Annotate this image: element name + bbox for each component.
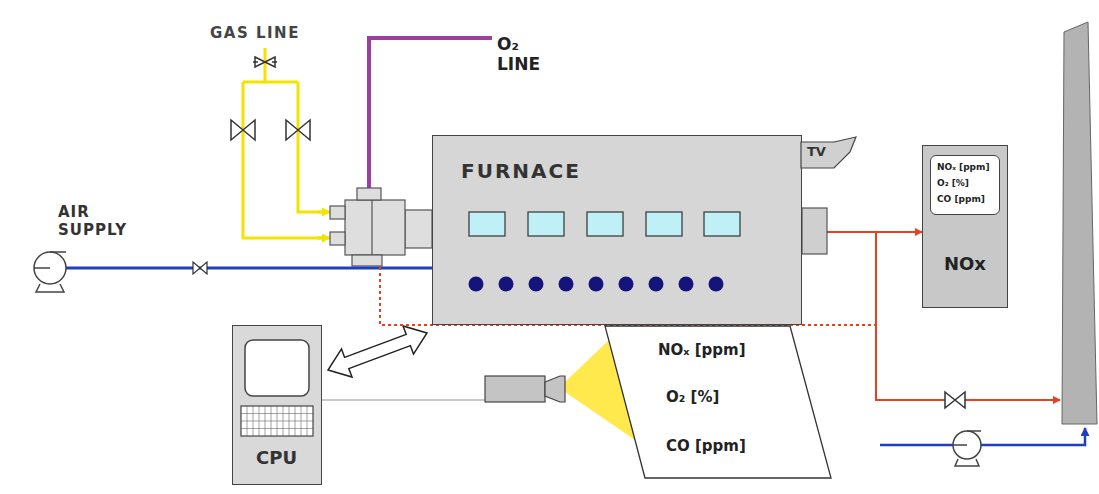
air-pump (34, 252, 66, 292)
line-label: GAS LINE (210, 24, 300, 42)
burner (330, 188, 432, 266)
tv-camera: TV (800, 136, 858, 170)
stack (1062, 22, 1097, 424)
valve-symbol (286, 120, 310, 140)
furnace-outlet (802, 208, 827, 254)
valve-symbol (231, 120, 255, 140)
node-text: NOx (944, 254, 986, 275)
air-line (66, 267, 432, 270)
node-text: O₂ [%] (666, 389, 719, 406)
analyzer-screen: NOₓ [ppm] O₂ [%] CO [ppm] (930, 155, 1000, 215)
node-text: FURNACE (461, 160, 581, 183)
line-label: O₂ LINE (497, 34, 547, 75)
cpu-terminal: CPU (232, 325, 322, 485)
gas-arrow (318, 237, 330, 240)
node-text: NOₓ [ppm] (658, 342, 746, 359)
camera-cable (322, 399, 485, 401)
furnace-box: FURNACE (432, 135, 802, 325)
line-label: AIR SUPPLY (58, 203, 144, 239)
valve-symbol (945, 392, 965, 408)
node-text: CO [ppm] (666, 438, 746, 455)
display-panel: NOₓ [ppm] O₂ [%] CO [ppm] (600, 325, 835, 480)
node-text: O₂ [%] (937, 178, 969, 188)
dilution-line (880, 428, 1085, 445)
node-text: NOₓ [ppm] (937, 162, 990, 172)
dilution-pump (953, 431, 981, 466)
nox-analyzer: NOx NOₓ [ppm] O₂ [%] CO [ppm] (922, 145, 1008, 308)
node-text: CPU (256, 448, 297, 469)
air-fitting (193, 262, 207, 274)
node-text: CO [ppm] (937, 194, 985, 204)
gas-line (243, 48, 326, 238)
node-text: TV (807, 145, 826, 160)
gas-arrow (318, 211, 330, 214)
data-exchange-arrow (328, 326, 427, 377)
gas-fitting (253, 57, 277, 67)
camera (485, 376, 565, 402)
exhaust-line (876, 232, 1060, 400)
